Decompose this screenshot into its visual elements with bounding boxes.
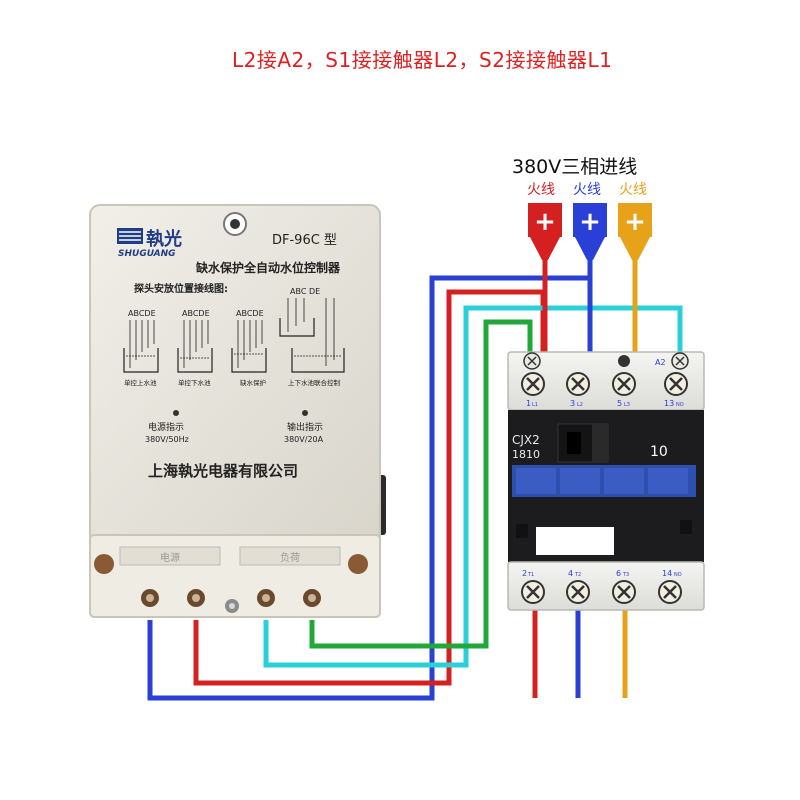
terminal-5-num: 5 — [617, 399, 622, 408]
contactor-bottom-strip — [507, 561, 705, 611]
terminal-4-tag: T2 — [574, 572, 581, 578]
svg-text:+: + — [624, 207, 646, 237]
terminal-6-tag: T3 — [622, 572, 629, 578]
ac-contactor: A2 1 L1 3 L2 5 L3 13 NO CJX2 1810 10 — [507, 351, 705, 611]
terminal-14-tag: NO — [674, 572, 682, 578]
water-level-controller: 執光 SHUGUANG DF-96C 型 缺水保护全自动水位控制器 探头安放位置… — [89, 204, 386, 618]
contactor-rating: 1810 — [512, 448, 540, 461]
contactor-pole-number: 10 — [650, 444, 668, 460]
probe-diagram-2: ABCDE 单控下水池 — [177, 309, 213, 387]
terminal-13-tag: NO — [676, 402, 684, 408]
coil-tag-a2: A2 — [655, 358, 666, 367]
contactor-bottom-labels: 2 T1 4 T2 6 T3 14 NO — [522, 569, 682, 578]
terminal-13-num: 13 — [664, 399, 674, 408]
terminal-3-num: 3 — [570, 399, 575, 408]
terminal-power-label: 电源 — [160, 551, 180, 564]
output-label: 输出指示 — [287, 421, 323, 433]
terminal-4-num: 4 — [568, 569, 573, 578]
power-indicator — [173, 410, 179, 416]
probe-diagram-3: ABCDE 缺水保护 — [231, 309, 267, 387]
output-indicator — [302, 410, 308, 416]
terminal-1-num: 1 — [526, 399, 531, 408]
probe-set-2: ABCDE — [182, 309, 210, 318]
terminal-14-num: 14 — [662, 569, 672, 578]
phase-label-1: 火线 — [527, 182, 555, 198]
wire-green-control — [309, 319, 533, 649]
wires — [147, 258, 683, 701]
phase-tags: 火线 火线 火线 + + + — [527, 182, 652, 260]
power-label: 电源指示 — [148, 421, 184, 433]
probe-diagram-1: ABCDE 单控上水池 — [123, 309, 159, 387]
terminal-6-num: 6 — [616, 569, 621, 578]
terminal-2-tag: T1 — [527, 572, 534, 578]
brand-name-cn: 執光 — [146, 228, 182, 250]
controller-terminals — [141, 589, 321, 613]
svg-text:+: + — [579, 207, 601, 237]
contactor-top-screws: A2 — [521, 352, 689, 396]
product-name: 缺水保护全自动水位控制器 — [196, 260, 341, 275]
probe-diagram-4: ABC DE 上下水池联合控制 — [279, 287, 345, 387]
probe-set-1: ABCDE — [128, 309, 156, 318]
probe-caption-3: 缺水保护 — [240, 378, 266, 387]
manufacturer-name: 上海執光电器有限公司 — [148, 462, 298, 480]
power-spec: 380V/50Hz — [145, 435, 189, 444]
corner-screw-left — [94, 554, 114, 574]
probe-set-3: ABCDE — [236, 309, 264, 318]
contactor-nameplate — [536, 527, 614, 555]
phase-plug-red: + — [528, 203, 562, 260]
header-caption: L2接A2，S1接接触器L2，S2接接触器L1 — [232, 48, 613, 72]
terminal-1-tag: L1 — [532, 402, 538, 408]
contactor-model: CJX2 — [512, 433, 540, 447]
corner-screw-right — [348, 554, 368, 574]
probe-caption-4: 上下水池联合控制 — [288, 378, 341, 387]
brand-logo: 執光 SHUGUANG — [117, 228, 182, 259]
phase-plug-blue: + — [573, 203, 607, 260]
supply-title: 380V三相进线 — [512, 156, 638, 178]
output-spec: 380V/20A — [284, 435, 324, 444]
phase-label-2: 火线 — [573, 182, 601, 198]
terminal-load-label: 负荷 — [280, 551, 300, 564]
phase-plug-yellow: + — [618, 203, 652, 260]
model-label: DF-96C 型 — [272, 233, 337, 248]
probe-set-4: ABC DE — [290, 287, 320, 296]
phase-label-3: 火线 — [619, 182, 647, 198]
terminal-2-num: 2 — [522, 569, 527, 578]
contactor-top-labels: 1 L1 3 L2 5 L3 13 NO — [526, 399, 684, 408]
wire-cyan-control — [263, 305, 683, 668]
terminal-5-tag: L3 — [624, 402, 630, 408]
probe-caption-1: 单控上水池 — [124, 378, 157, 387]
probe-caption-2: 单控下水池 — [178, 378, 211, 387]
diagram-title: 探头安放位置接线图: — [134, 282, 228, 295]
svg-text:+: + — [534, 207, 556, 237]
terminal-3-tag: L2 — [577, 402, 583, 408]
brand-name-en: SHUGUANG — [118, 249, 176, 259]
contactor-bottom-screws — [521, 580, 682, 604]
